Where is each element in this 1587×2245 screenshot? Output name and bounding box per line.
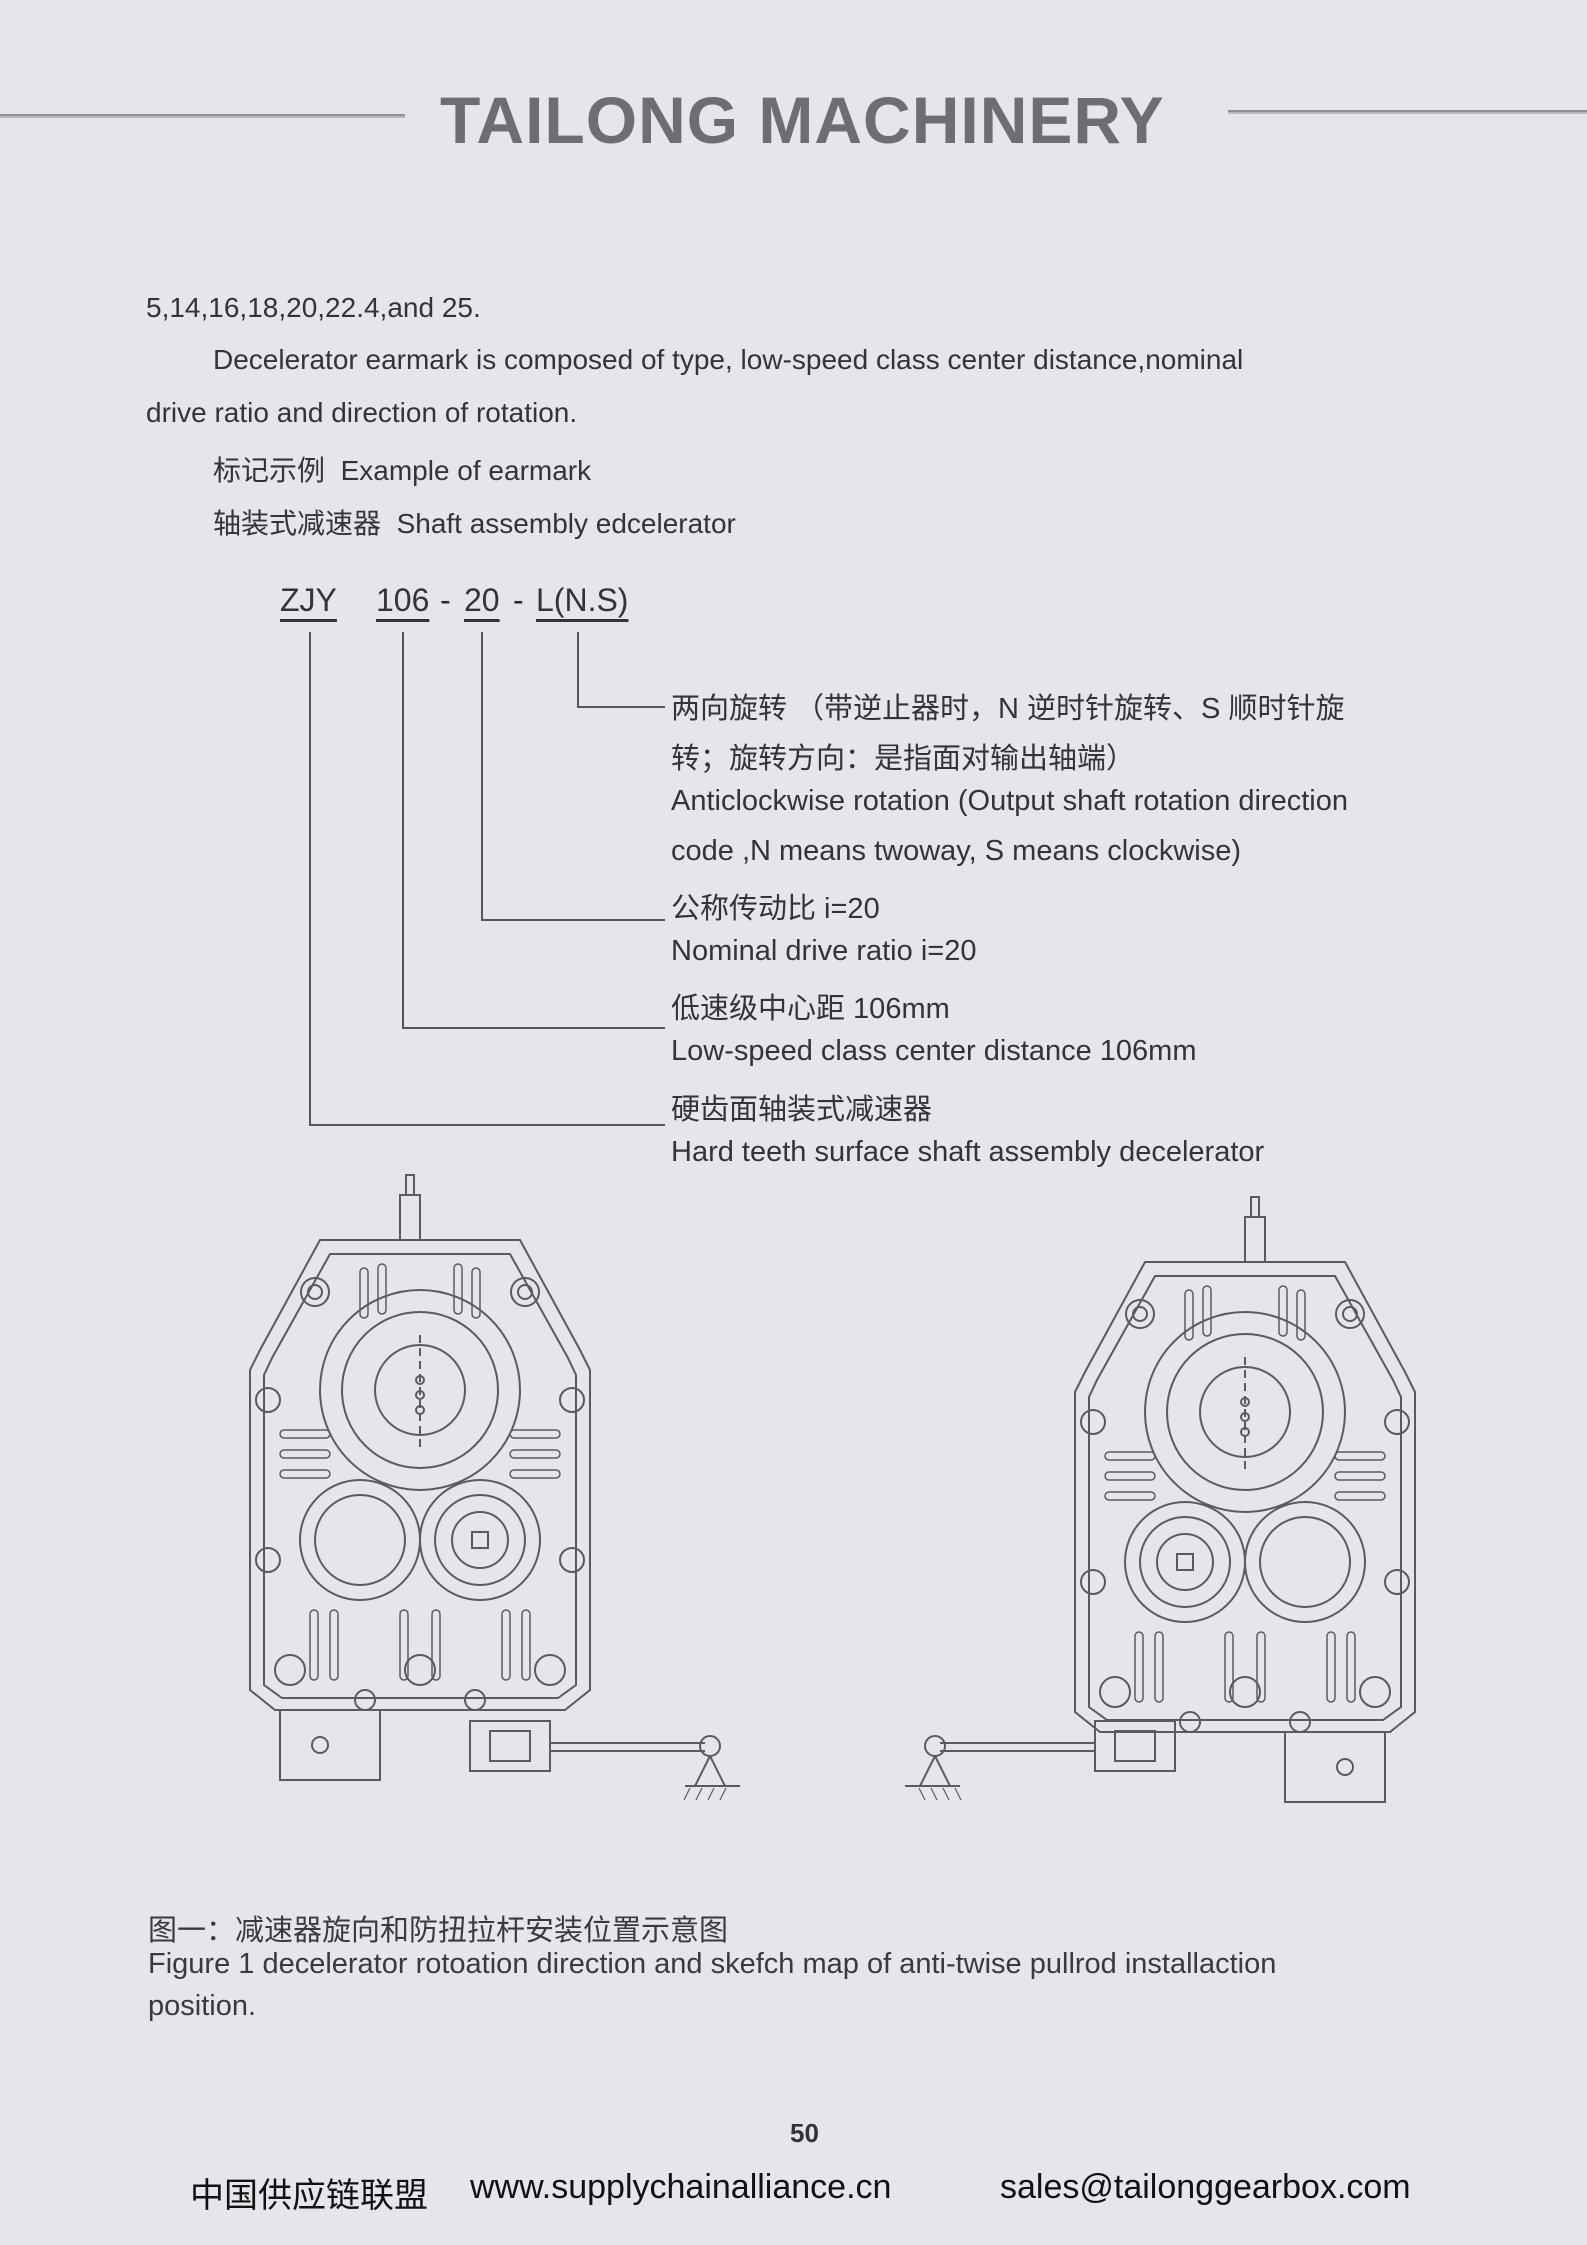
header-rule-right: [1228, 110, 1587, 114]
code-ratio: 20: [464, 582, 500, 618]
caption-en-1: Figure 1 decelerator rotoation direction…: [148, 1948, 1277, 1980]
example-heading: 标记示例 Example of earmark: [213, 449, 591, 489]
example-cn: 标记示例: [213, 455, 326, 486]
leader-lines: [309, 632, 665, 1126]
code-type: ZJY: [280, 582, 337, 618]
paragraph-line-1: Decelerator earmark is composed of type,…: [213, 344, 1244, 375]
gearbox-drawing-right: [904, 1196, 1416, 1803]
footer-email-link[interactable]: sales@tailonggearbox.com: [1000, 2168, 1411, 2206]
code-distance: 106: [376, 582, 430, 618]
annotation-ratio-cn: 公称传动比 i=20: [671, 893, 880, 925]
annotation-direction-en-1: Anticlockwise rotation (Output shaft rot…: [671, 785, 1348, 817]
gearbox-drawing-left: [249, 1174, 741, 1801]
annotation-type-cn: 硬齿面轴装式减速器: [671, 1094, 933, 1126]
shaft-cn: 轴装式减速器: [213, 508, 382, 539]
page-number: 50: [790, 2118, 819, 2148]
paragraph-line-2: drive ratio and direction of rotation.: [146, 397, 578, 428]
annotation-direction-cn-1: 两向旋转 （带逆止器时，N 逆时针旋转、S 顺时针旋: [671, 693, 1345, 725]
annotation-distance-cn: 低速级中心距 106mm: [671, 993, 950, 1025]
annotation-ratio-en: Nominal drive ratio i=20: [671, 935, 977, 967]
header-rule-left: [0, 114, 405, 118]
example-en: Example of earmark: [340, 455, 592, 486]
footer-website-link[interactable]: www.supplychainalliance.cn: [470, 2168, 892, 2206]
annotation-type-en: Hard teeth surface shaft assembly decele…: [671, 1136, 1265, 1168]
annotation-direction-cn-2: 转；旋转方向：是指面对输出轴端）: [671, 743, 1136, 775]
code-sep-2: -: [513, 582, 524, 618]
shaft-en: Shaft assembly edcelerator: [396, 508, 736, 539]
annotation-distance-en: Low-speed class center distance 106mm: [671, 1035, 1197, 1067]
shaft-heading: 轴装式减速器 Shaft assembly edcelerator: [213, 502, 736, 542]
brand-title: TAILONG MACHINERY: [440, 83, 1165, 157]
code-direction: L(N.S): [536, 582, 629, 618]
values-line: 5,14,16,18,20,22.4,and 25.: [146, 292, 481, 323]
code-sep-1: -: [440, 582, 451, 618]
caption-cn: 图一：减速器旋向和防扭拉杆安装位置示意图: [148, 1915, 729, 1947]
footer-org: 中国供应链联盟: [190, 2177, 428, 2215]
annotation-direction-en-2: code ,N means twoway, S means clockwise): [671, 835, 1242, 867]
caption-en-2: position.: [148, 1990, 257, 2022]
